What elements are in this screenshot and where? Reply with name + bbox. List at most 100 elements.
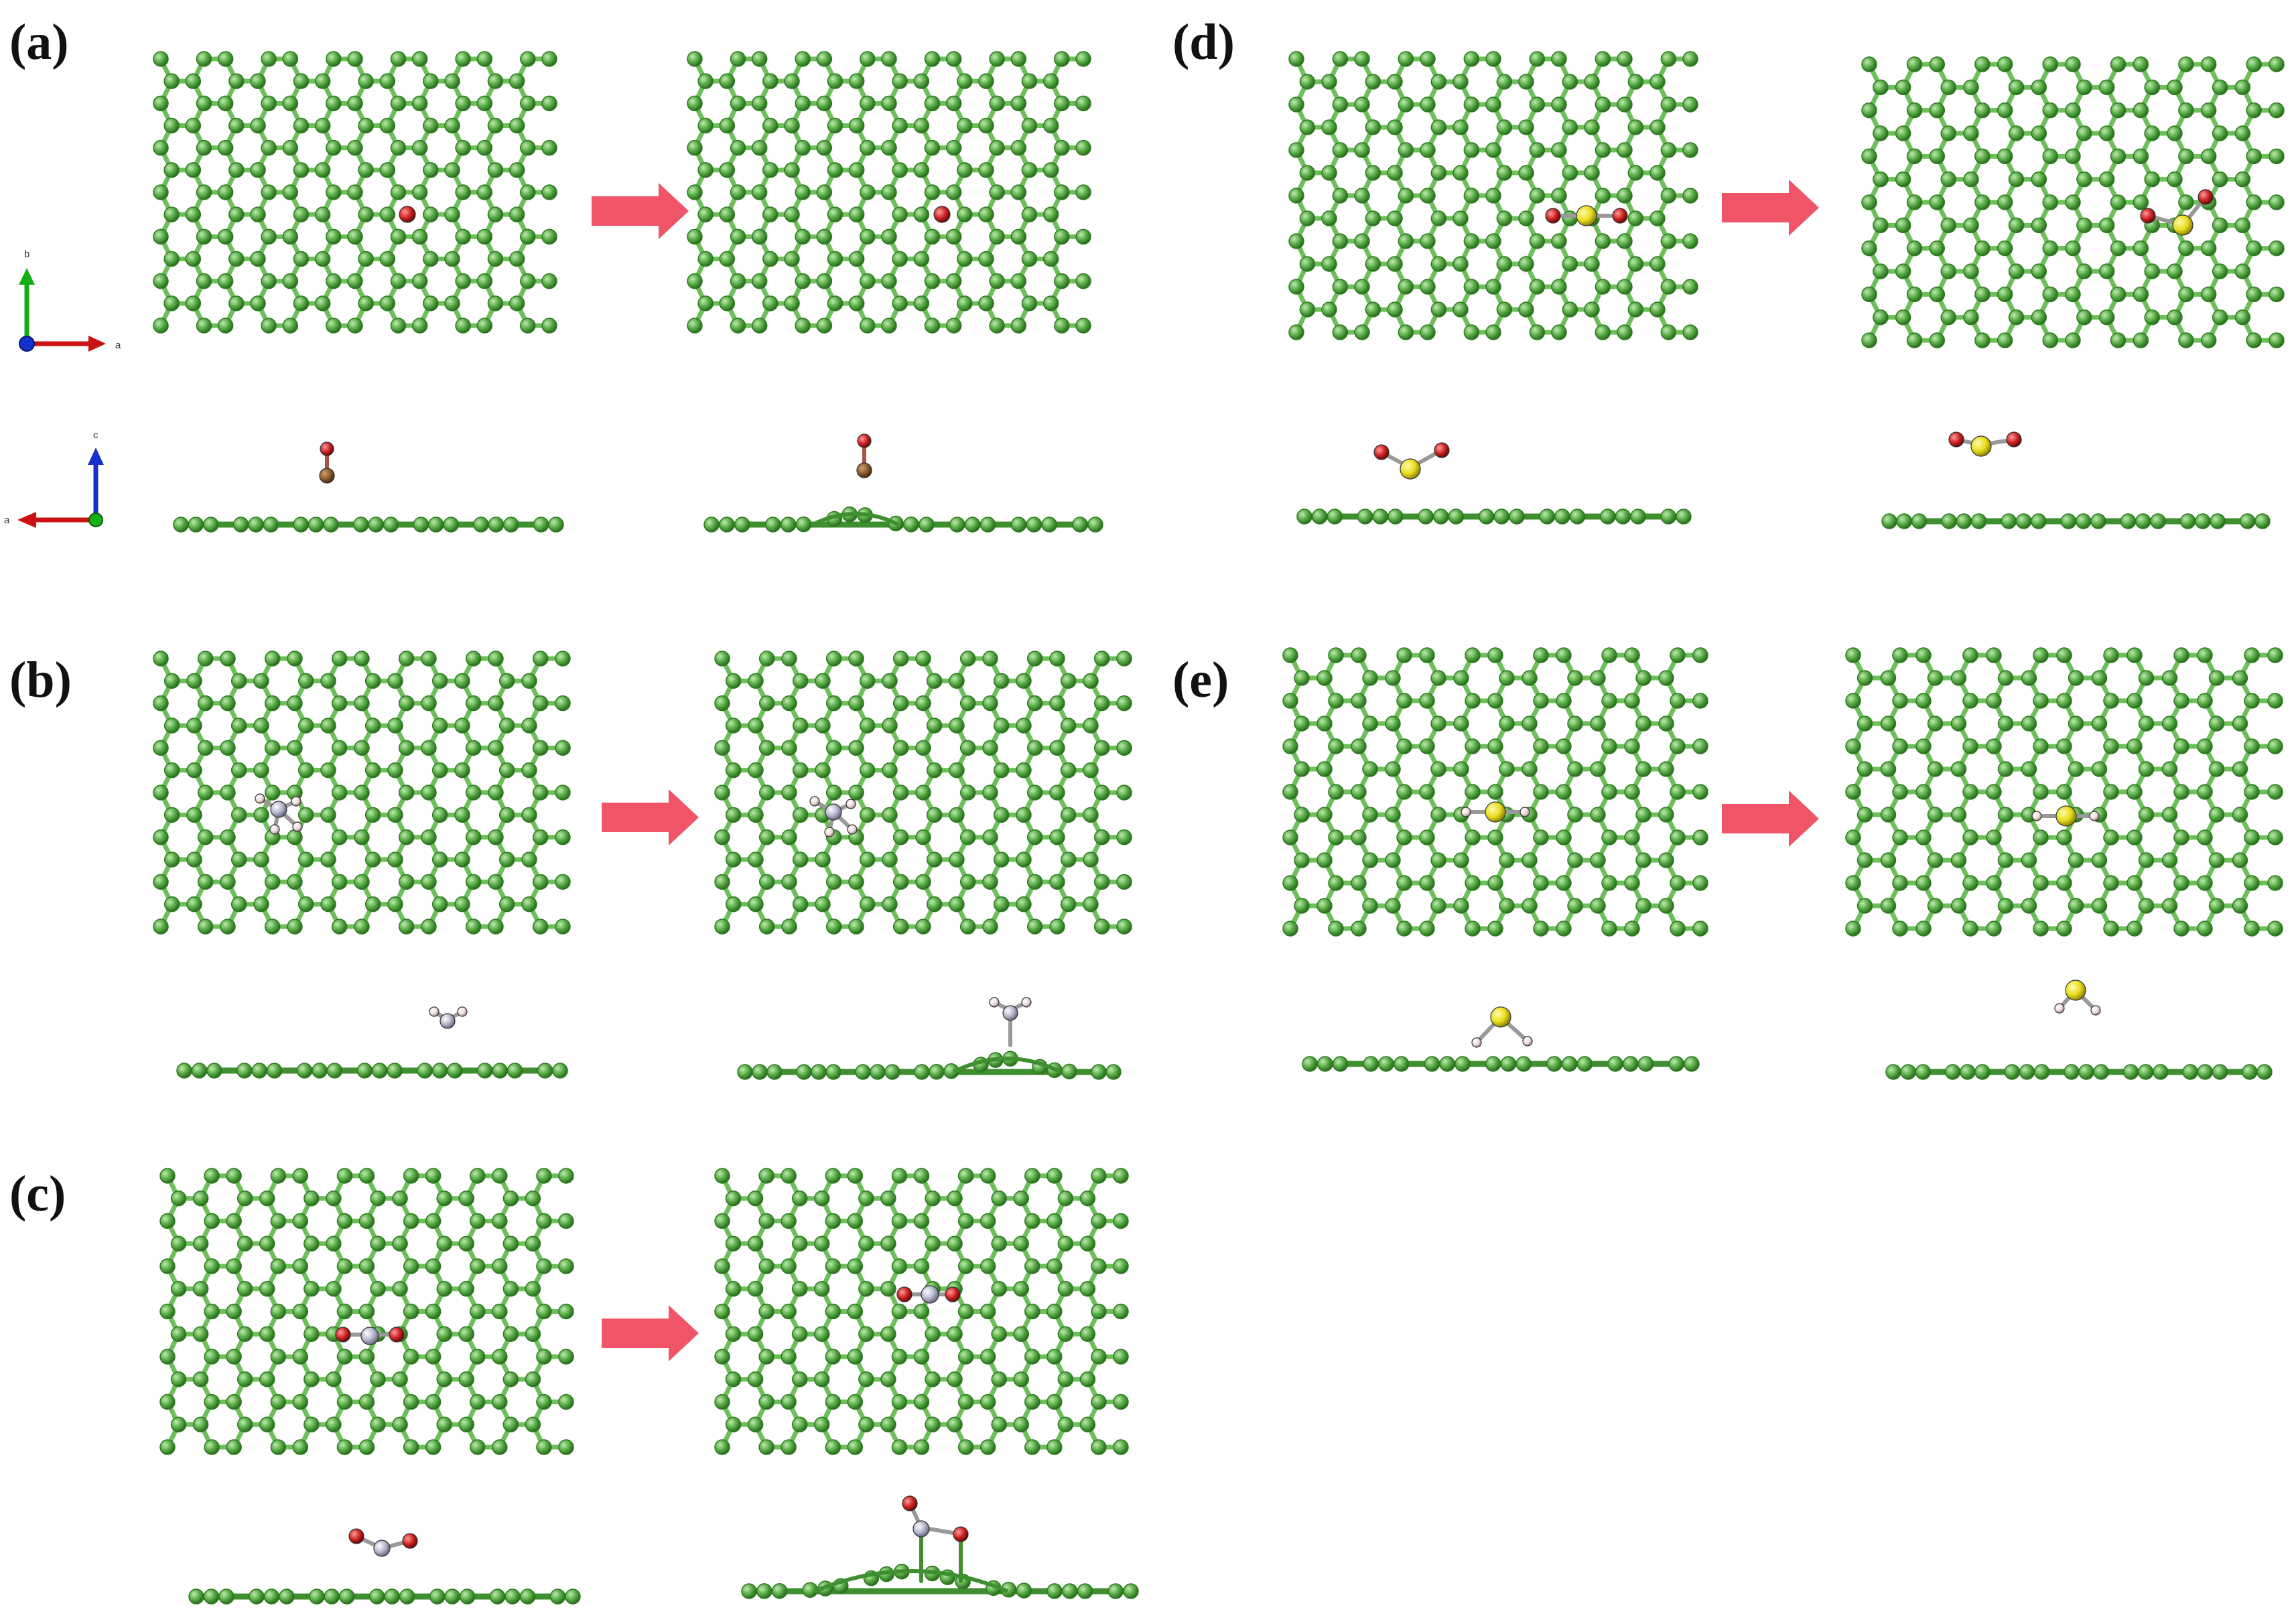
substrate-atom <box>982 740 998 756</box>
substrate-atom <box>436 1416 452 1432</box>
substrate-atom <box>815 673 831 689</box>
substrate-atom <box>541 273 557 289</box>
substrate-atom <box>978 162 994 178</box>
substrate-atom <box>1496 119 1513 135</box>
substrate-atom <box>882 718 898 734</box>
substrate-atom <box>197 785 214 801</box>
substrate-atom <box>320 718 336 734</box>
substrate-atom <box>504 1589 521 1605</box>
substrate-atom <box>176 1063 192 1079</box>
substrate-atom <box>2031 171 2047 188</box>
substrate-atom <box>502 1416 519 1432</box>
substrate-atom <box>259 1371 275 1388</box>
substrate-atom <box>1635 761 1651 777</box>
substrate-top-view-a-final <box>687 51 1091 334</box>
substrate-atom <box>339 1589 355 1605</box>
substrate-atom <box>1927 670 1944 686</box>
substrate-atom <box>370 1281 386 1297</box>
substrate-atom <box>880 1416 896 1432</box>
substrate-atom <box>1385 716 1401 732</box>
substrate-atom <box>270 1168 287 1184</box>
transition-arrows <box>592 180 1819 1361</box>
substrate-atom <box>1024 1349 1040 1365</box>
substrate-atom <box>1963 309 1979 326</box>
substrate-atom <box>993 852 1010 868</box>
substrate-atom <box>250 251 266 267</box>
substrate-atom <box>1430 761 1446 777</box>
substrate-atom <box>1845 738 1861 754</box>
substrate-atom <box>2103 875 2119 891</box>
substrate-atom <box>2031 263 2047 279</box>
substrate-atom <box>1576 1056 1593 1072</box>
substrate-atom <box>1529 142 1546 158</box>
substrate-atom <box>903 517 919 533</box>
substrate-atom <box>882 762 898 779</box>
substrate-atom <box>1670 875 1686 891</box>
substrate-atom <box>392 1371 408 1388</box>
substrate-atom <box>1419 738 1435 754</box>
substrate-atom <box>1288 188 1304 204</box>
substrate-atom <box>1010 184 1027 200</box>
substrate-atom <box>476 139 493 156</box>
substrate-atom <box>1079 1281 1096 1297</box>
substrate-atom <box>336 1213 353 1229</box>
substrate-atom <box>1054 228 1070 245</box>
substrate-atom <box>1057 1235 1074 1252</box>
substrate-top-view-a-initial <box>153 51 557 334</box>
substrate-atom <box>1093 785 1110 801</box>
substrate-atom <box>470 1168 486 1184</box>
substrate-atom <box>1024 1394 1040 1410</box>
substrate-atom <box>2244 875 2260 891</box>
substrate-atom <box>186 807 202 823</box>
substrate-atom <box>1556 921 1572 937</box>
substrate-atom <box>250 73 266 89</box>
substrate-atom <box>2065 240 2081 257</box>
substrate-atom <box>1856 716 1873 732</box>
substrate-atom <box>230 673 247 689</box>
substrate-atom <box>2031 309 2047 326</box>
substrate-atom <box>858 1235 874 1252</box>
substrate-atom <box>358 206 374 222</box>
substrate-atom <box>423 295 439 312</box>
substrate-atom <box>403 1168 419 1184</box>
substrate-atom <box>1962 647 1978 663</box>
substrate-atom <box>261 318 277 334</box>
substrate-atom <box>792 673 809 689</box>
substrate-atom <box>2138 852 2155 868</box>
substrate-atom <box>2122 1064 2139 1080</box>
substrate-atom <box>1365 256 1381 272</box>
substrate-atom <box>815 852 831 868</box>
substrate-atom <box>1873 125 1889 141</box>
substrate-atom <box>1974 286 1990 303</box>
substrate-atom <box>860 51 876 67</box>
substrate-atom <box>959 695 976 712</box>
substrate-atom <box>1354 96 1370 113</box>
substrate-atom <box>1385 898 1401 914</box>
substrate-atom <box>1351 738 1367 754</box>
substrate-atom <box>784 251 800 267</box>
substrate-atom <box>2103 921 2119 937</box>
substrate-atom <box>498 896 515 913</box>
substrate-atom <box>521 896 537 913</box>
substrate-atom <box>2267 693 2283 709</box>
substrate-atom <box>2091 852 2108 868</box>
substrate-atom <box>2144 263 2160 279</box>
substrate-atom <box>1660 188 1677 204</box>
axis-label-a-side: a <box>4 515 10 526</box>
substrate-atom <box>1567 716 1583 732</box>
substrate-atom <box>1997 716 2014 732</box>
substrate-atom <box>1584 301 1600 318</box>
substrate-atom <box>747 1326 764 1342</box>
oxygen-atom <box>1948 431 1964 448</box>
right-arrow-icon <box>602 789 699 846</box>
substrate-atom <box>487 206 504 222</box>
substrate-atom <box>1299 119 1316 135</box>
substrate-atom <box>1522 852 1538 868</box>
substrate-atom <box>978 295 994 312</box>
substrate-atom <box>197 874 214 890</box>
substrate-atom <box>230 896 247 913</box>
substrate-atom <box>1054 51 1070 67</box>
substrate-atom <box>159 1213 176 1229</box>
substrate-atom <box>2232 761 2248 777</box>
substrate-atom <box>436 1326 452 1342</box>
